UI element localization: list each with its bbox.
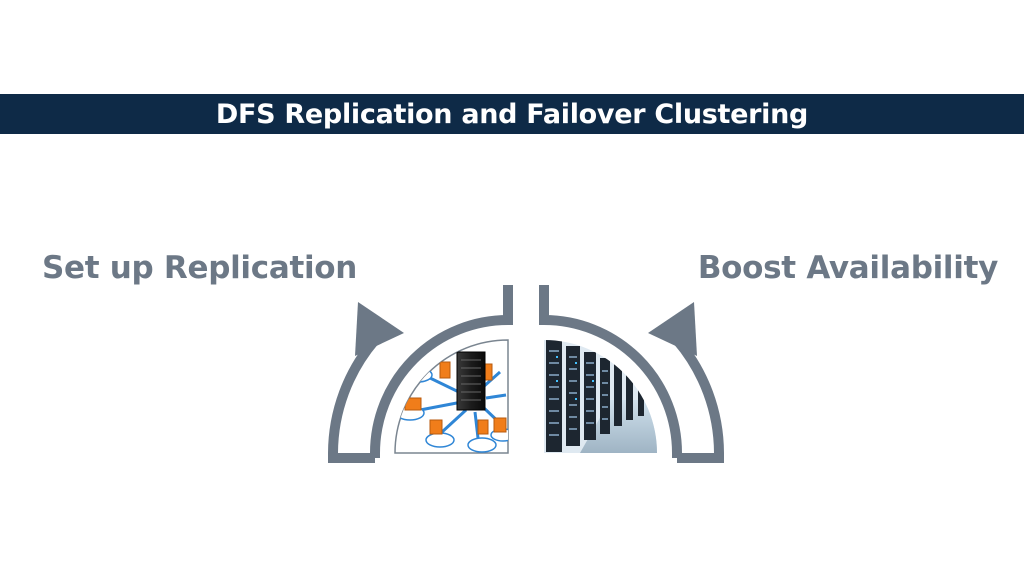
left-curved-arrow-icon: [328, 285, 513, 463]
server-racks-icon: [544, 340, 657, 453]
setup-replication-label: Set up Replication: [42, 250, 358, 286]
title-banner: DFS Replication and Failover Clustering: [0, 94, 1024, 134]
boost-availability-label: Boost Availability: [697, 250, 998, 286]
right-curved-arrow-icon: [539, 285, 724, 463]
page-title: DFS Replication and Failover Clustering: [215, 98, 809, 130]
file-replication-icon: [394, 339, 509, 454]
